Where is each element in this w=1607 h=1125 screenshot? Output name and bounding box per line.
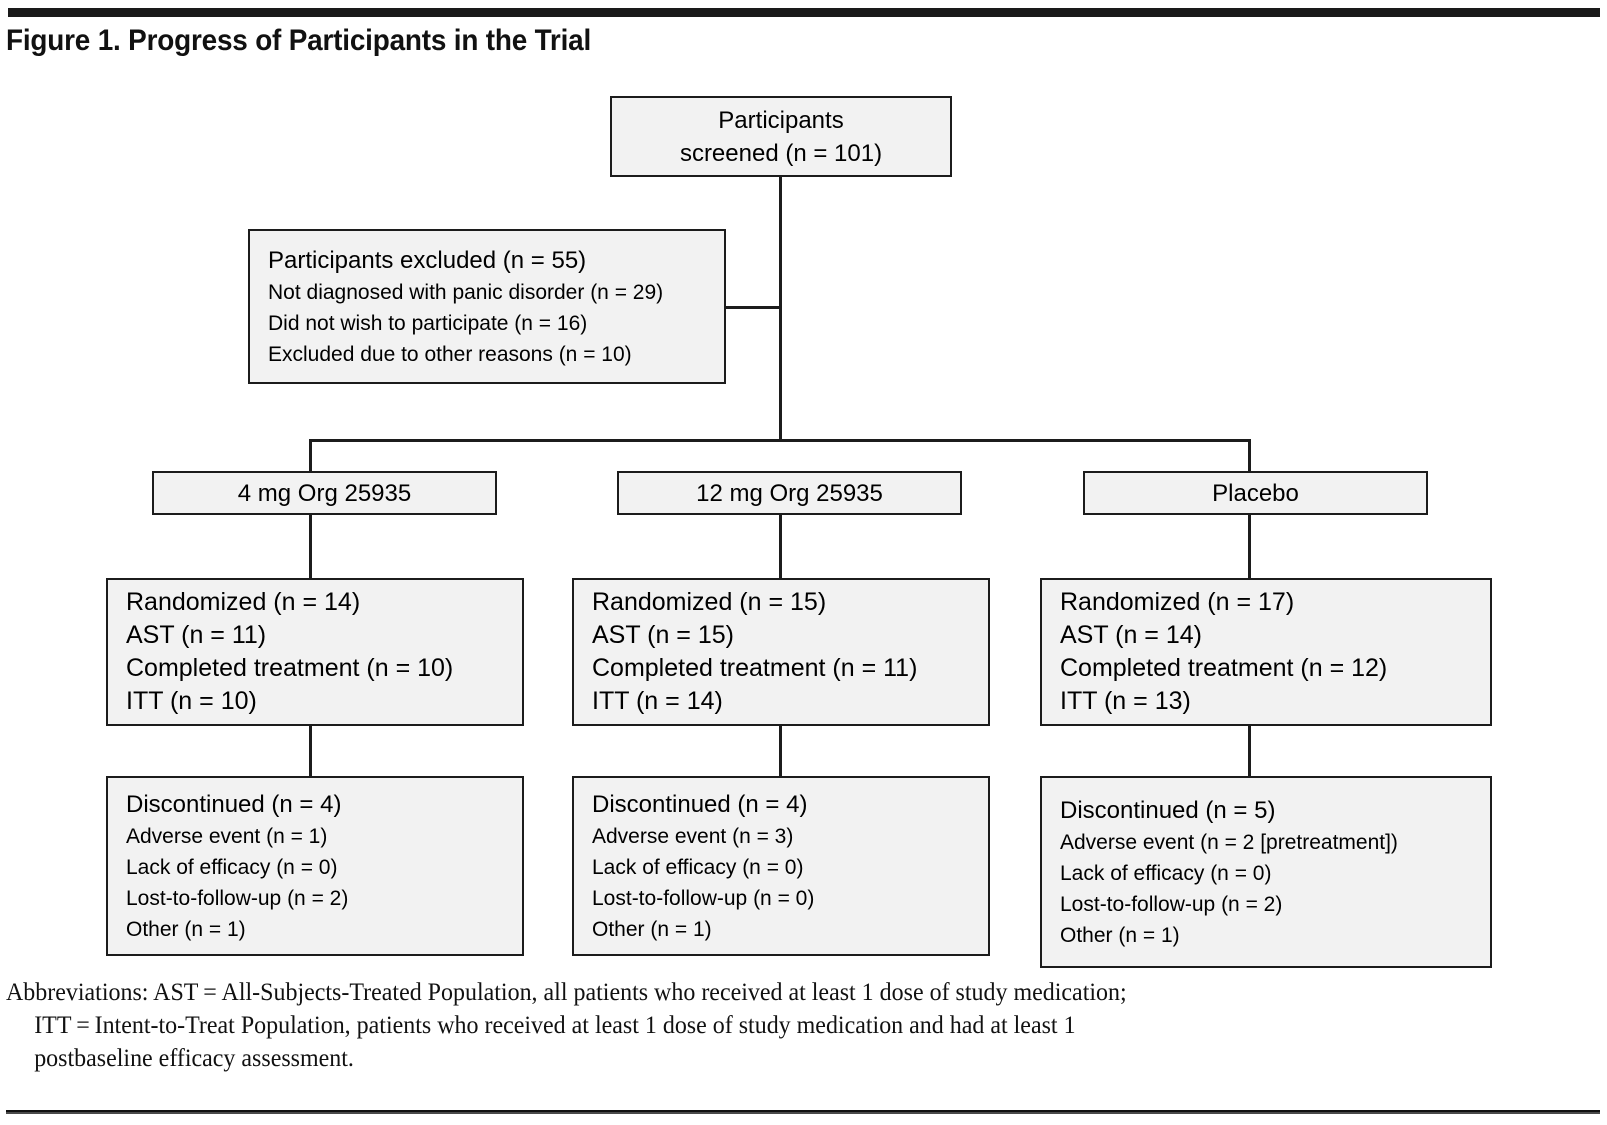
connector-excluded — [726, 306, 782, 309]
enrollment-line: Randomized (n = 15) — [592, 588, 827, 616]
discontinued-reason: Lack of efficacy (n = 0) — [592, 855, 804, 879]
arm-header-label: Placebo — [1212, 479, 1299, 507]
excluded-reason-1: Not diagnosed with panic disorder (n = 2… — [268, 280, 664, 304]
page-title: Figure 1. Progress of Participants in th… — [6, 24, 592, 57]
connector-4mg-to-discontinued — [309, 726, 312, 778]
enrollment-line: Completed treatment (n = 10) — [126, 654, 454, 682]
enrollment-line: Randomized (n = 14) — [126, 588, 361, 616]
connector-placebo-to-enrollment — [1248, 515, 1251, 580]
enrollment-line: ITT (n = 10) — [126, 687, 257, 715]
enrollment-line: ITT (n = 14) — [592, 687, 723, 715]
discontinued-reason: Lost-to-follow-up (n = 0) — [592, 886, 815, 910]
enrollment-line: Randomized (n = 17) — [1060, 588, 1295, 616]
discontinued-reason: Adverse event (n = 3) — [592, 824, 794, 848]
node-participants-screened: Participants screened (n = 101) — [610, 96, 952, 177]
screened-line-2: screened (n = 101) — [679, 139, 883, 167]
discontinued-reason: Adverse event (n = 2 [pretreatment]) — [1060, 830, 1398, 854]
arm-header-4mg: 4 mg Org 25935 — [152, 471, 497, 515]
discontinued-reason: Other (n = 1) — [1060, 923, 1180, 947]
arm-header-12mg: 12 mg Org 25935 — [617, 471, 962, 515]
arm-header-placebo: Placebo — [1083, 471, 1428, 515]
enrollment-line: Completed treatment (n = 11) — [592, 654, 918, 682]
connector-placebo-to-discontinued — [1248, 726, 1251, 778]
node-participants-excluded: Participants excluded (n = 55) Not diagn… — [248, 229, 726, 384]
discontinued-heading: Discontinued (n = 5) — [1060, 796, 1276, 824]
connector-12mg-to-enrollment — [779, 515, 782, 580]
discontinued-reason: Adverse event (n = 1) — [126, 824, 328, 848]
arm-enrollment-12mg: Randomized (n = 15) AST (n = 15) Complet… — [572, 578, 990, 726]
arm-discontinued-4mg: Discontinued (n = 4) Adverse event (n = … — [106, 776, 524, 956]
discontinued-reason: Lost-to-follow-up (n = 2) — [126, 886, 349, 910]
excluded-reason-3: Excluded due to other reasons (n = 10) — [268, 342, 632, 366]
arm-header-label: 12 mg Org 25935 — [696, 479, 883, 507]
discontinued-reason: Lack of efficacy (n = 0) — [126, 855, 338, 879]
discontinued-heading: Discontinued (n = 4) — [126, 790, 342, 818]
connector-split-right — [1248, 439, 1251, 474]
discontinued-reason: Lost-to-follow-up (n = 2) — [1060, 892, 1283, 916]
bottom-rule — [6, 1110, 1600, 1114]
top-rule — [8, 8, 1600, 17]
connector-4mg-to-enrollment — [309, 515, 312, 580]
arm-header-label: 4 mg Org 25935 — [237, 479, 412, 507]
excluded-reason-2: Did not wish to participate (n = 16) — [268, 311, 588, 335]
connector-split-bar — [309, 439, 1251, 442]
connector-12mg-to-discontinued — [779, 726, 782, 778]
arm-discontinued-placebo: Discontinued (n = 5) Adverse event (n = … — [1040, 776, 1492, 968]
arm-discontinued-12mg: Discontinued (n = 4) Adverse event (n = … — [572, 776, 990, 956]
arm-enrollment-4mg: Randomized (n = 14) AST (n = 11) Complet… — [106, 578, 524, 726]
footnote-line-3: postbaseline efficacy assessment. — [34, 1043, 354, 1072]
discontinued-heading: Discontinued (n = 4) — [592, 790, 808, 818]
figure-footnote: Abbreviations: AST = All-Subjects-Treate… — [6, 975, 1502, 1074]
arm-enrollment-placebo: Randomized (n = 17) AST (n = 14) Complet… — [1040, 578, 1492, 726]
discontinued-reason: Other (n = 1) — [126, 917, 246, 941]
enrollment-line: AST (n = 11) — [126, 621, 267, 649]
enrollment-line: ITT (n = 13) — [1060, 687, 1191, 715]
connector-screened-trunk — [779, 177, 782, 441]
screened-line-1: Participants — [718, 106, 844, 134]
footnote-line-2: ITT = Intent-to-Treat Population, patien… — [34, 1010, 1076, 1039]
enrollment-line: AST (n = 15) — [592, 621, 734, 649]
discontinued-reason: Lack of efficacy (n = 0) — [1060, 861, 1272, 885]
connector-split-left — [309, 439, 312, 474]
excluded-heading: Participants excluded (n = 55) — [268, 246, 587, 274]
enrollment-line: Completed treatment (n = 12) — [1060, 654, 1388, 682]
enrollment-line: AST (n = 14) — [1060, 621, 1202, 649]
footnote-line-1: Abbreviations: AST = All-Subjects-Treate… — [6, 977, 1127, 1006]
discontinued-reason: Other (n = 1) — [592, 917, 712, 941]
